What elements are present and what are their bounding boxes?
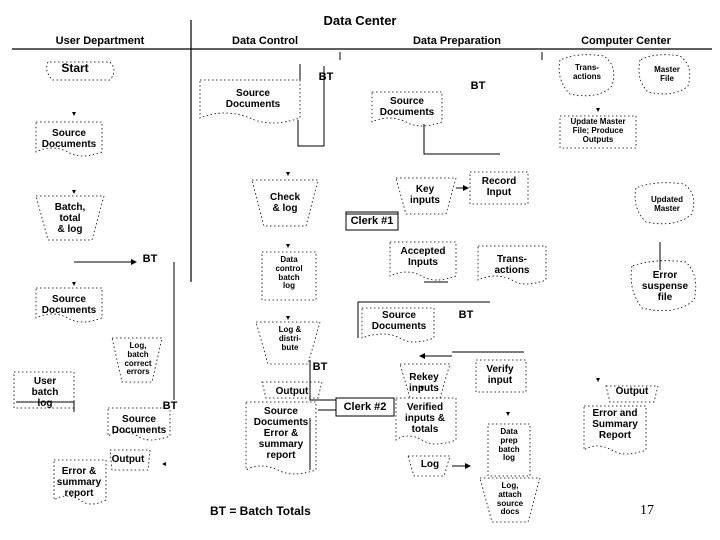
clerk-2-label: Clerk #2 (343, 401, 387, 413)
dp-batch-log-label: Data prep batch log (498, 427, 520, 463)
verified-inputs-shape (395, 397, 457, 445)
batch-manual-shape (35, 195, 105, 241)
verify-input-label: Verify input (486, 364, 514, 386)
start-label: Start (61, 61, 89, 75)
user-source-documents-2: Source Documents (41, 294, 97, 316)
arrowhead (72, 282, 76, 286)
user-output-label: Output (111, 454, 145, 465)
user-bt-label-2: BT (162, 400, 178, 412)
dc-batch-log-label: Data control batch log (275, 255, 303, 291)
dc-source-docs-error-report: Source Documents Error & summary report (253, 406, 309, 461)
dp-batch-log-shape (487, 423, 531, 477)
source-doc-shape-1 (35, 121, 103, 157)
dc-report-shape (245, 401, 317, 475)
connector-dc-loop (297, 66, 325, 147)
arrowhead (286, 316, 290, 320)
column-header-data-control: Data Control (232, 35, 298, 47)
arrowhead (72, 190, 76, 194)
dc-bt-label: BT (318, 71, 334, 83)
connector-dp-source (423, 124, 500, 155)
dp-source-doc-shape-2 (361, 307, 435, 343)
batch-total-log-label: Batch, total & log (54, 202, 86, 235)
dp-transactions-shape (477, 245, 547, 285)
log-attach-source-label: Log, attach source docs (496, 481, 524, 517)
output-shape-user (109, 449, 151, 471)
arrowhead (506, 412, 510, 416)
check-log-label: Check & log (269, 192, 300, 214)
clerk-1-box (345, 211, 399, 231)
verify-shape (475, 359, 527, 393)
page-number: 17 (640, 503, 654, 518)
cc-error-summary-report: Error and Summary Report (592, 408, 638, 441)
log-distribute-label: Log & distri- bute (278, 325, 302, 352)
error-suspense-label: Error suspense file (641, 270, 689, 303)
dp-bt-label-2: BT (458, 309, 474, 321)
column-header-data-preparation: Data Preparation (412, 35, 502, 47)
dp-source-documents-2: Source Documents (371, 310, 427, 332)
dc-bt-label-2: BT (312, 361, 328, 373)
clerk-2-box (335, 397, 395, 417)
arrowhead (286, 172, 290, 176)
error-suspense-shape (630, 260, 697, 312)
dc-source-documents: Source Documents (225, 88, 281, 110)
column-header-user-department: User Department (55, 35, 145, 47)
clerk-1-label: Clerk #1 (350, 215, 394, 227)
accepted-inputs-label: Accepted Inputs (400, 246, 446, 268)
user-batch-log-label: User batch log (31, 376, 59, 409)
source-doc-shape-2 (35, 287, 103, 323)
log-batch-correct-label: Log, batch correct errors (124, 341, 152, 377)
log-shape-dp (407, 455, 451, 477)
master-file-shape (638, 54, 691, 95)
dp-source-doc-shape-1 (371, 91, 443, 127)
dc-output-shape (261, 381, 323, 399)
start-terminal (46, 61, 115, 81)
user-error-summary-report: Error & summary report (56, 466, 102, 499)
arrowhead (420, 386, 424, 390)
cc-transactions-shape (558, 54, 615, 97)
arrowhead (596, 108, 600, 112)
key-inputs-label: Key inputs (410, 184, 440, 206)
page-title: Data Center (323, 13, 397, 28)
update-master-label: Update Master File; Produce Outputs (570, 117, 626, 144)
master-file-label: Master File (654, 65, 680, 83)
updated-master-label: Updated Master (651, 195, 683, 213)
dc-output-label: Output (275, 386, 309, 397)
dp-bt-label: BT (470, 80, 486, 92)
dp-source-documents-1: Source Documents (379, 96, 435, 118)
arrowhead (286, 244, 290, 248)
column-header-computer-center: Computer Center (581, 35, 671, 47)
cc-output-label: Output (615, 386, 649, 397)
legend-batch-totals: BT = Batch Totals (210, 504, 311, 518)
user-source-documents-1: Source Documents (41, 128, 97, 150)
arrowhead (596, 378, 600, 382)
user-bt-label: BT (142, 253, 158, 265)
accepted-inputs-shape (389, 241, 457, 281)
cc-error-report-shape (583, 405, 647, 455)
dp-log-label: Log (420, 459, 440, 470)
connector-dc-output (309, 360, 336, 401)
cc-output-shape (605, 385, 659, 403)
dp-transactions-label: Trans- actions (494, 254, 530, 276)
arrowhead (162, 462, 166, 466)
log-correct-shape (111, 337, 163, 383)
arrowhead (72, 112, 76, 116)
error-report-shape (53, 459, 107, 505)
update-master-shape (559, 115, 637, 149)
cc-transactions-label: Trans- actions (572, 63, 601, 81)
user-source-documents-3: Source Documents (111, 414, 167, 436)
record-input-label: Record Input (481, 176, 517, 198)
dc-source-doc-shape (199, 79, 301, 124)
key-inputs-shape (395, 177, 457, 215)
check-log-shape (251, 179, 319, 227)
attach-source-shape (479, 477, 541, 523)
connector-dp-source-2 (357, 301, 490, 338)
dc-batch-log-shape (261, 251, 317, 301)
connector-user-log (16, 401, 75, 412)
rekey-inputs-label: Rekey inputs (409, 372, 439, 394)
updated-master-shape (634, 182, 695, 225)
verified-inputs-totals-label: Verified inputs & totals (405, 402, 445, 435)
